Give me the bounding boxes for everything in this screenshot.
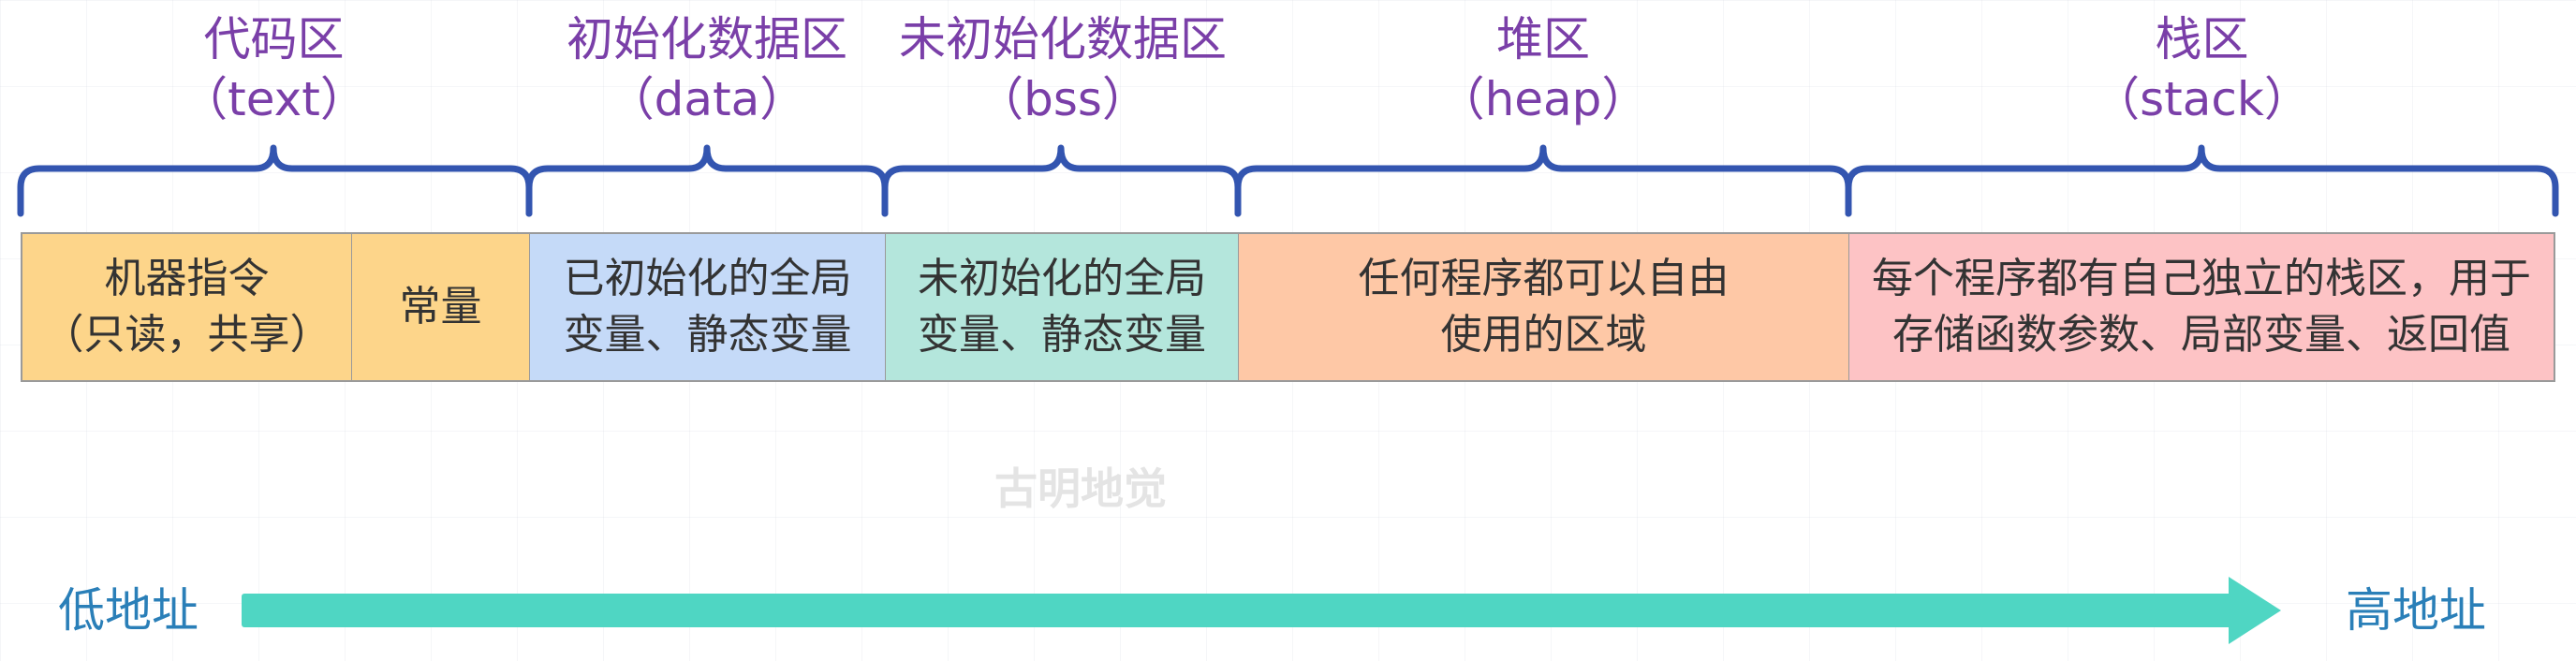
low-address-label: 低地址 <box>58 583 199 638</box>
segment-initialized-data: 已初始化的全局 变量、静态变量 <box>529 232 887 382</box>
segment-stack: 每个程序都有自己独立的栈区，用于 存储函数参数、局部变量、返回值 <box>1848 232 2555 382</box>
brace-heap <box>1234 144 1852 217</box>
high-address-label: 高地址 <box>2346 583 2486 638</box>
segment-text: 未初始化的全局 变量、静态变量 <box>918 255 1206 359</box>
region-label-stack: 栈区 （stack） <box>1848 9 2555 129</box>
region-label-heap: 堆区 （heap） <box>1238 9 1848 129</box>
region-name-zh: 未初始化数据区 <box>899 12 1227 66</box>
address-direction-arrow <box>242 577 2281 644</box>
brace-bss <box>881 144 1242 217</box>
segment-machine-instructions: 机器指令 （只读，共享） <box>21 232 353 382</box>
arrow-head <box>2229 577 2281 644</box>
region-label-bss: 未初始化数据区 （bss） <box>885 9 1241 129</box>
region-name-en: （data） <box>607 72 807 126</box>
region-name-en: （heap） <box>1437 72 1649 126</box>
segment-heap: 任何程序都可以自由 使用的区域 <box>1238 232 1850 382</box>
watermark: 古明地觉 <box>994 463 1167 514</box>
region-name-en: （stack） <box>2093 72 2311 126</box>
region-name-zh: 代码区 <box>203 12 345 66</box>
segment-text: 机器指令 （只读，共享） <box>42 255 331 359</box>
region-name-en: （text） <box>181 72 367 126</box>
brace-stack <box>1845 144 2559 217</box>
segment-constants: 常量 <box>351 232 531 382</box>
region-name-zh: 初始化数据区 <box>567 12 847 66</box>
brace-text <box>17 144 533 217</box>
region-label-data: 初始化数据区 （data） <box>529 9 885 129</box>
segment-text: 已初始化的全局 变量、静态变量 <box>563 255 852 359</box>
segment-text: 每个程序都有自己独立的栈区，用于 存储函数参数、局部变量、返回值 <box>1872 255 2531 359</box>
region-name-zh: 栈区 <box>2155 12 2249 66</box>
segment-text: 任何程序都可以自由 使用的区域 <box>1358 255 1730 359</box>
region-label-text: 代码区 （text） <box>19 9 529 129</box>
region-name-en: （bss） <box>977 72 1149 126</box>
segment-text: 常量 <box>399 283 482 330</box>
region-name-zh: 堆区 <box>1496 12 1590 66</box>
brace-data <box>525 144 889 217</box>
region-braces <box>17 144 2559 217</box>
arrow-shaft <box>242 594 2236 627</box>
segment-uninitialized-data: 未初始化的全局 变量、静态变量 <box>885 232 1240 382</box>
